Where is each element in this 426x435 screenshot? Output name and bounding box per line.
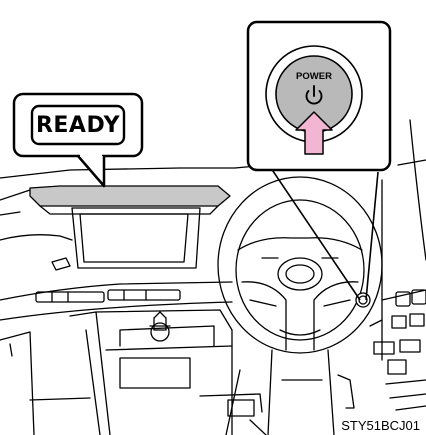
center-screen — [80, 214, 188, 262]
dash-power-button — [356, 293, 370, 307]
power-text: POWER — [282, 71, 346, 85]
center-vent — [108, 290, 180, 300]
ready-text: READY — [32, 104, 124, 146]
dash-top-line — [0, 168, 235, 178]
console-panel — [120, 358, 190, 388]
dash-display-bar — [30, 186, 230, 206]
left-vent — [36, 292, 104, 302]
horn-pad — [278, 258, 322, 290]
figure-code: STY51BCJ01 — [339, 418, 422, 433]
